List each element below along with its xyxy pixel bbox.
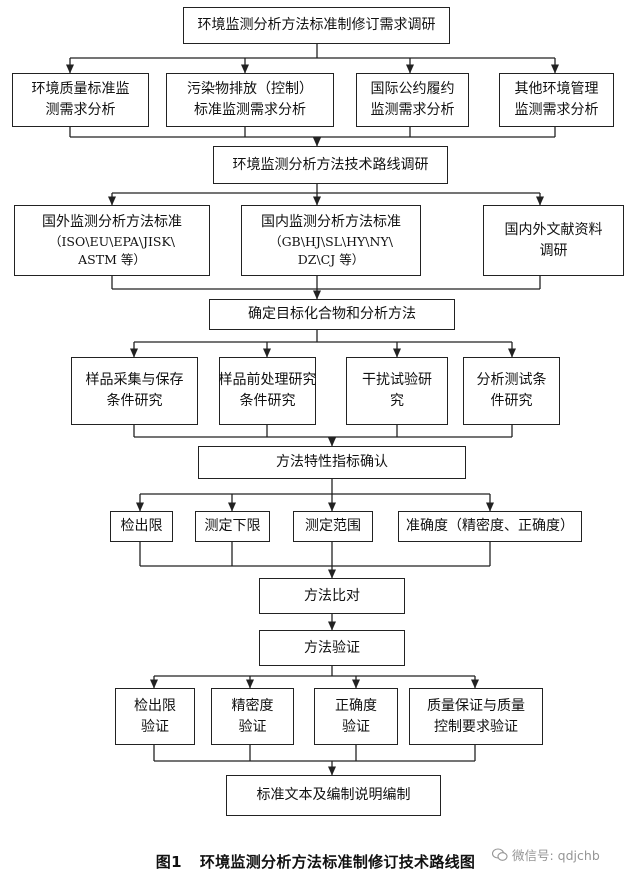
measurement-range-node: 测定范围: [293, 511, 373, 542]
node-line: 调研: [539, 242, 568, 259]
node-line: 分析测试条: [476, 372, 547, 388]
detection-limit-verification-node: 检出限 验证: [115, 688, 195, 745]
wechat-watermark: 微信号: qdjchb: [492, 845, 600, 864]
final-document-node: 标准文本及编制说明编制: [226, 775, 441, 816]
demand-international-convention-node: 国际公约履约 监测需求分析: [356, 73, 469, 127]
node-line: 污染物排放（控制）: [187, 81, 313, 97]
sampling-study-node: 样品采集与保存 条件研究: [71, 357, 198, 425]
method-verification-label: 方法验证: [304, 639, 360, 656]
demand-other-management-node: 其他环境管理 监测需求分析: [499, 73, 614, 127]
node-line: 验证: [141, 718, 169, 735]
node-line: 测定范围: [305, 518, 361, 534]
title-node: 环境监测分析方法标准制修订需求调研: [183, 7, 450, 44]
node-line: ASTM 等）: [78, 252, 146, 267]
foreign-standards-node: 国外监测分析方法标准 （ISO\EU\EPA\JISK\ ASTM 等）: [14, 205, 210, 276]
node-line: （ISO\EU\EPA\JISK\: [48, 234, 176, 249]
lower-limit-node: 测定下限: [195, 511, 270, 542]
method-comparison-label: 方法比对: [304, 587, 360, 604]
node-line: DZ\CJ 等）: [297, 252, 365, 267]
node-line: 验证: [238, 718, 267, 735]
target-label: 确定目标化合物和分析方法: [248, 306, 416, 322]
node-line: 监测需求分析: [514, 102, 599, 118]
precision-verification-node: 精密度 验证: [211, 688, 294, 745]
method-verification-node: 方法验证: [259, 630, 405, 666]
node-line: 监测需求分析: [370, 102, 455, 118]
node-line: 验证: [342, 718, 370, 735]
interference-study-node: 干扰试验研 究: [346, 357, 448, 425]
node-line: 究: [390, 393, 404, 409]
method-comparison-node: 方法比对: [259, 578, 405, 614]
figure-number: 图1: [155, 853, 182, 871]
analysis-condition-study-node: 分析测试条 件研究: [463, 357, 560, 425]
detection-limit-node: 检出限: [110, 511, 173, 542]
node-line: 国外监测分析方法标准: [42, 214, 182, 230]
node-line: 标准监测需求分析: [194, 102, 306, 118]
figure-title: 环境监测分析方法标准制修订技术路线图: [199, 853, 476, 871]
node-line: 测需求分析: [45, 102, 116, 118]
tech-route-label: 环境监测分析方法技术路线调研: [232, 156, 429, 173]
qa-qc-verification-node: 质量保证与质量 控制要求验证: [409, 688, 543, 745]
node-line: 质量保证与质量: [427, 697, 525, 714]
node-line: 测定下限: [204, 518, 261, 534]
title-label: 环境监测分析方法标准制修订需求调研: [197, 17, 436, 33]
node-line: 国内监测分析方法标准: [261, 214, 401, 230]
method-characteristics-node: 方法特性指标确认: [198, 446, 466, 479]
node-line: 正确度: [335, 697, 377, 714]
node-line: 检出限: [134, 697, 176, 714]
node-line: 样品前处理研究: [218, 372, 317, 388]
node-line: 检出限: [120, 518, 163, 534]
node-line: 国内外文献资料: [504, 221, 603, 238]
node-line: （GB\HJ\SL\HY\NY\: [269, 234, 393, 249]
trueness-verification-node: 正确度 验证: [314, 688, 398, 745]
node-line: 样品采集与保存: [85, 372, 184, 388]
target-compound-node: 确定目标化合物和分析方法: [209, 299, 455, 330]
node-line: 条件研究: [239, 393, 296, 409]
node-line: 国际公约履约: [370, 81, 455, 97]
node-line: 条件研究: [106, 393, 163, 409]
demand-pollutant-emission-node: 污染物排放（控制） 标准监测需求分析: [166, 73, 334, 127]
node-line: 控制要求验证: [434, 718, 518, 735]
node-line: 其他环境管理: [514, 81, 599, 97]
figure-caption: 图1 环境监测分析方法标准制修订技术路线图: [0, 851, 631, 872]
pretreatment-study-node: 样品前处理研究 条件研究: [218, 357, 317, 425]
node-line: 精密度: [231, 697, 274, 714]
wechat-icon: [492, 847, 508, 861]
domestic-standards-node: 国内监测分析方法标准 （GB\HJ\SL\HY\NY\ DZ\CJ 等）: [241, 205, 421, 276]
node-line: 环境质量标准监: [31, 81, 130, 97]
tech-route-node: 环境监测分析方法技术路线调研: [213, 146, 448, 184]
demand-env-quality-node: 环境质量标准监 测需求分析: [12, 73, 149, 127]
node-line: 准确度（精密度、正确度）: [406, 518, 574, 534]
watermark-text: 微信号: qdjchb: [512, 848, 600, 863]
final-document-label: 标准文本及编制说明编制: [256, 787, 411, 803]
node-line: 件研究: [490, 393, 533, 409]
method-characteristics-label: 方法特性指标确认: [276, 454, 388, 470]
node-line: 干扰试验研: [362, 372, 432, 388]
literature-research-node: 国内外文献资料 调研: [483, 205, 624, 276]
accuracy-node: 准确度（精密度、正确度）: [398, 511, 582, 542]
